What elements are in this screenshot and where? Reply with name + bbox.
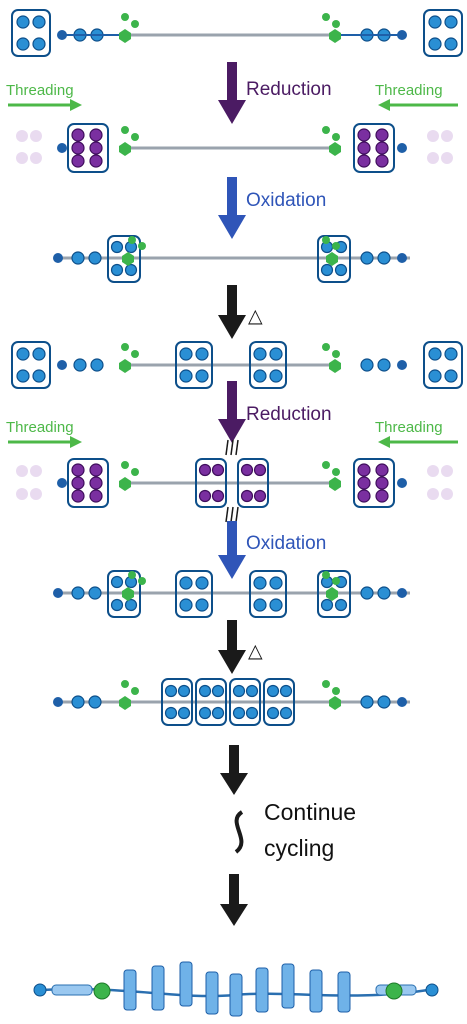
pump-left — [57, 13, 139, 43]
reduced-pump-left-5 — [57, 458, 139, 508]
row-1-initial — [11, 9, 463, 57]
label-threading-right-1: Threading — [375, 82, 443, 99]
collected-rings-7 — [161, 678, 295, 726]
row-3-oxidized — [53, 235, 410, 283]
label-reduction-2: Reduction — [246, 404, 332, 425]
label-cycling: cycling — [264, 835, 334, 861]
pump-right-4 — [322, 343, 407, 373]
faded-ring-left — [16, 130, 42, 164]
label-oxidation-2: Oxidation — [246, 533, 326, 554]
collected-rings-6 — [175, 570, 287, 618]
label-threading-right-2: Threading — [375, 419, 443, 436]
row-6-oxidized — [53, 570, 410, 618]
pump-right — [322, 13, 407, 43]
threading-arrow-right-2 — [378, 436, 458, 448]
free-ring-left — [11, 9, 51, 57]
arrow-heat-1 — [218, 285, 246, 339]
collected-ring-1 — [175, 341, 213, 389]
free-ring-left-4 — [11, 341, 51, 389]
row-5-threading — [16, 439, 453, 523]
triangle-icon: △ — [248, 306, 263, 327]
faded-ring-right-5 — [427, 465, 453, 500]
reduced-pump-right — [322, 123, 407, 173]
arrow-oxidation-1 — [218, 177, 246, 239]
pump-left-4 — [57, 343, 139, 373]
pump-right-7 — [322, 680, 407, 710]
triangle-icon-2: △ — [248, 641, 263, 662]
pump-right-3 — [317, 235, 407, 283]
row-2-threading — [16, 123, 453, 173]
arrow-continue-1 — [220, 745, 248, 795]
free-ring-right — [423, 9, 463, 57]
arrow-oxidation-2 — [218, 521, 246, 579]
pump-left-6 — [53, 570, 146, 618]
pump-left-3 — [53, 235, 146, 283]
label-continue: Continue — [264, 799, 356, 825]
reduced-collected-rings — [195, 439, 269, 523]
final-polyrotaxane — [33, 961, 439, 1017]
collected-ring-2 — [249, 341, 287, 389]
faded-ring-right — [427, 130, 453, 164]
label-oxidation-1: Oxidation — [246, 190, 326, 211]
threading-arrow-left-2 — [8, 436, 82, 448]
pump-right-6 — [317, 570, 407, 618]
threading-arrow-left-1 — [8, 99, 82, 111]
arrow-reduction-2 — [218, 381, 246, 443]
faded-ring-left-5 — [16, 465, 42, 500]
reduced-pump-right-5 — [322, 458, 407, 508]
arrow-heat-2 — [218, 620, 246, 674]
free-ring-right-4 — [423, 341, 463, 389]
label-threading-left-2: Threading — [6, 419, 74, 436]
tilde-icon — [234, 810, 244, 854]
label-reduction-1: Reduction — [246, 79, 332, 100]
threading-arrow-right-1 — [378, 99, 458, 111]
arrow-continue-2 — [220, 874, 248, 926]
pump-left-7 — [53, 680, 139, 710]
reduced-pump-left — [57, 123, 139, 173]
arrow-reduction-1 — [218, 62, 246, 124]
row-4-collected — [11, 341, 463, 389]
row-7-four-rings — [53, 678, 410, 726]
label-threading-left-1: Threading — [6, 82, 74, 99]
